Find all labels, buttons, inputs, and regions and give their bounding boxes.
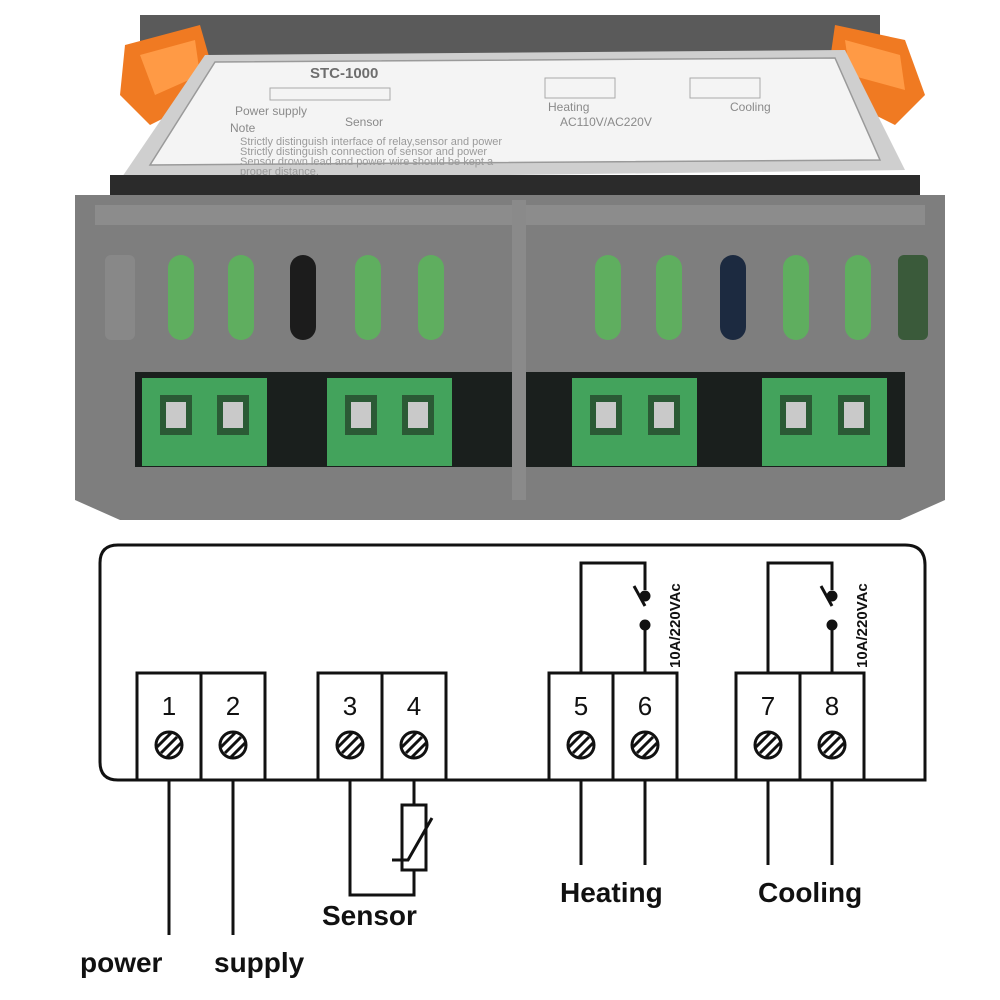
label-heating: Heating — [560, 877, 663, 908]
terminal-number: 2 — [226, 691, 240, 721]
note-line: Strictly distinguish interface of relay,… — [240, 136, 502, 148]
terminal-number: 6 — [638, 691, 652, 721]
terminal-screws — [154, 730, 847, 760]
terminal-box-1 — [135, 671, 203, 782]
label-supply: supply — [214, 947, 305, 978]
model-name: STC-1000 — [310, 65, 378, 82]
ventilation-slots — [105, 255, 928, 340]
cooling-relay-wire — [766, 561, 834, 673]
note-heading: Note — [230, 121, 256, 135]
label-cooling: Cooling — [758, 877, 862, 908]
enclosure-outline — [98, 543, 927, 782]
cooling-relay-rating: 10A/220VAc — [854, 583, 871, 668]
terminal-box-8 — [798, 671, 866, 782]
terminal-number: 5 — [574, 691, 588, 721]
terminal-box-2 — [199, 671, 267, 782]
sticker-label-power: Power supply — [235, 104, 307, 118]
terminal-box-5 — [547, 671, 615, 782]
terminal-number: 3 — [343, 691, 357, 721]
terminal-box-7 — [734, 671, 802, 782]
sticker-label-heating: Heating — [548, 100, 589, 114]
terminal-blocks — [142, 378, 887, 466]
heating-relay-wire — [579, 561, 647, 673]
label-power: power — [80, 947, 163, 978]
thermistor-symbol — [400, 803, 428, 872]
sticker-label-sensor: Sensor — [345, 115, 383, 129]
sensor-wire — [348, 780, 416, 897]
thermistor-slash — [392, 817, 434, 862]
controller-photo: STC-1000 Power supply Sensor Heating Coo… — [75, 15, 945, 520]
terminal-number: 4 — [407, 691, 421, 721]
terminal-box-6 — [611, 671, 679, 782]
terminal-box-3 — [316, 671, 384, 782]
terminal-number: 8 — [825, 691, 839, 721]
note-line: Sensor drown lead and power wire should … — [240, 156, 494, 168]
terminal-number: 7 — [761, 691, 775, 721]
note-line: Strictly distinguish connection of senso… — [240, 146, 487, 158]
sticker-label-cooling: Cooling — [730, 100, 771, 114]
terminal-number: 1 — [162, 691, 176, 721]
terminal-box-4 — [380, 671, 448, 782]
voltage-text: AC110V/AC220V — [560, 115, 652, 129]
label-sensor: Sensor — [322, 900, 417, 931]
heating-relay-rating: 10A/220VAc — [667, 583, 684, 668]
spec-sticker: STC-1000 Power supply Sensor Heating Coo… — [148, 57, 882, 178]
